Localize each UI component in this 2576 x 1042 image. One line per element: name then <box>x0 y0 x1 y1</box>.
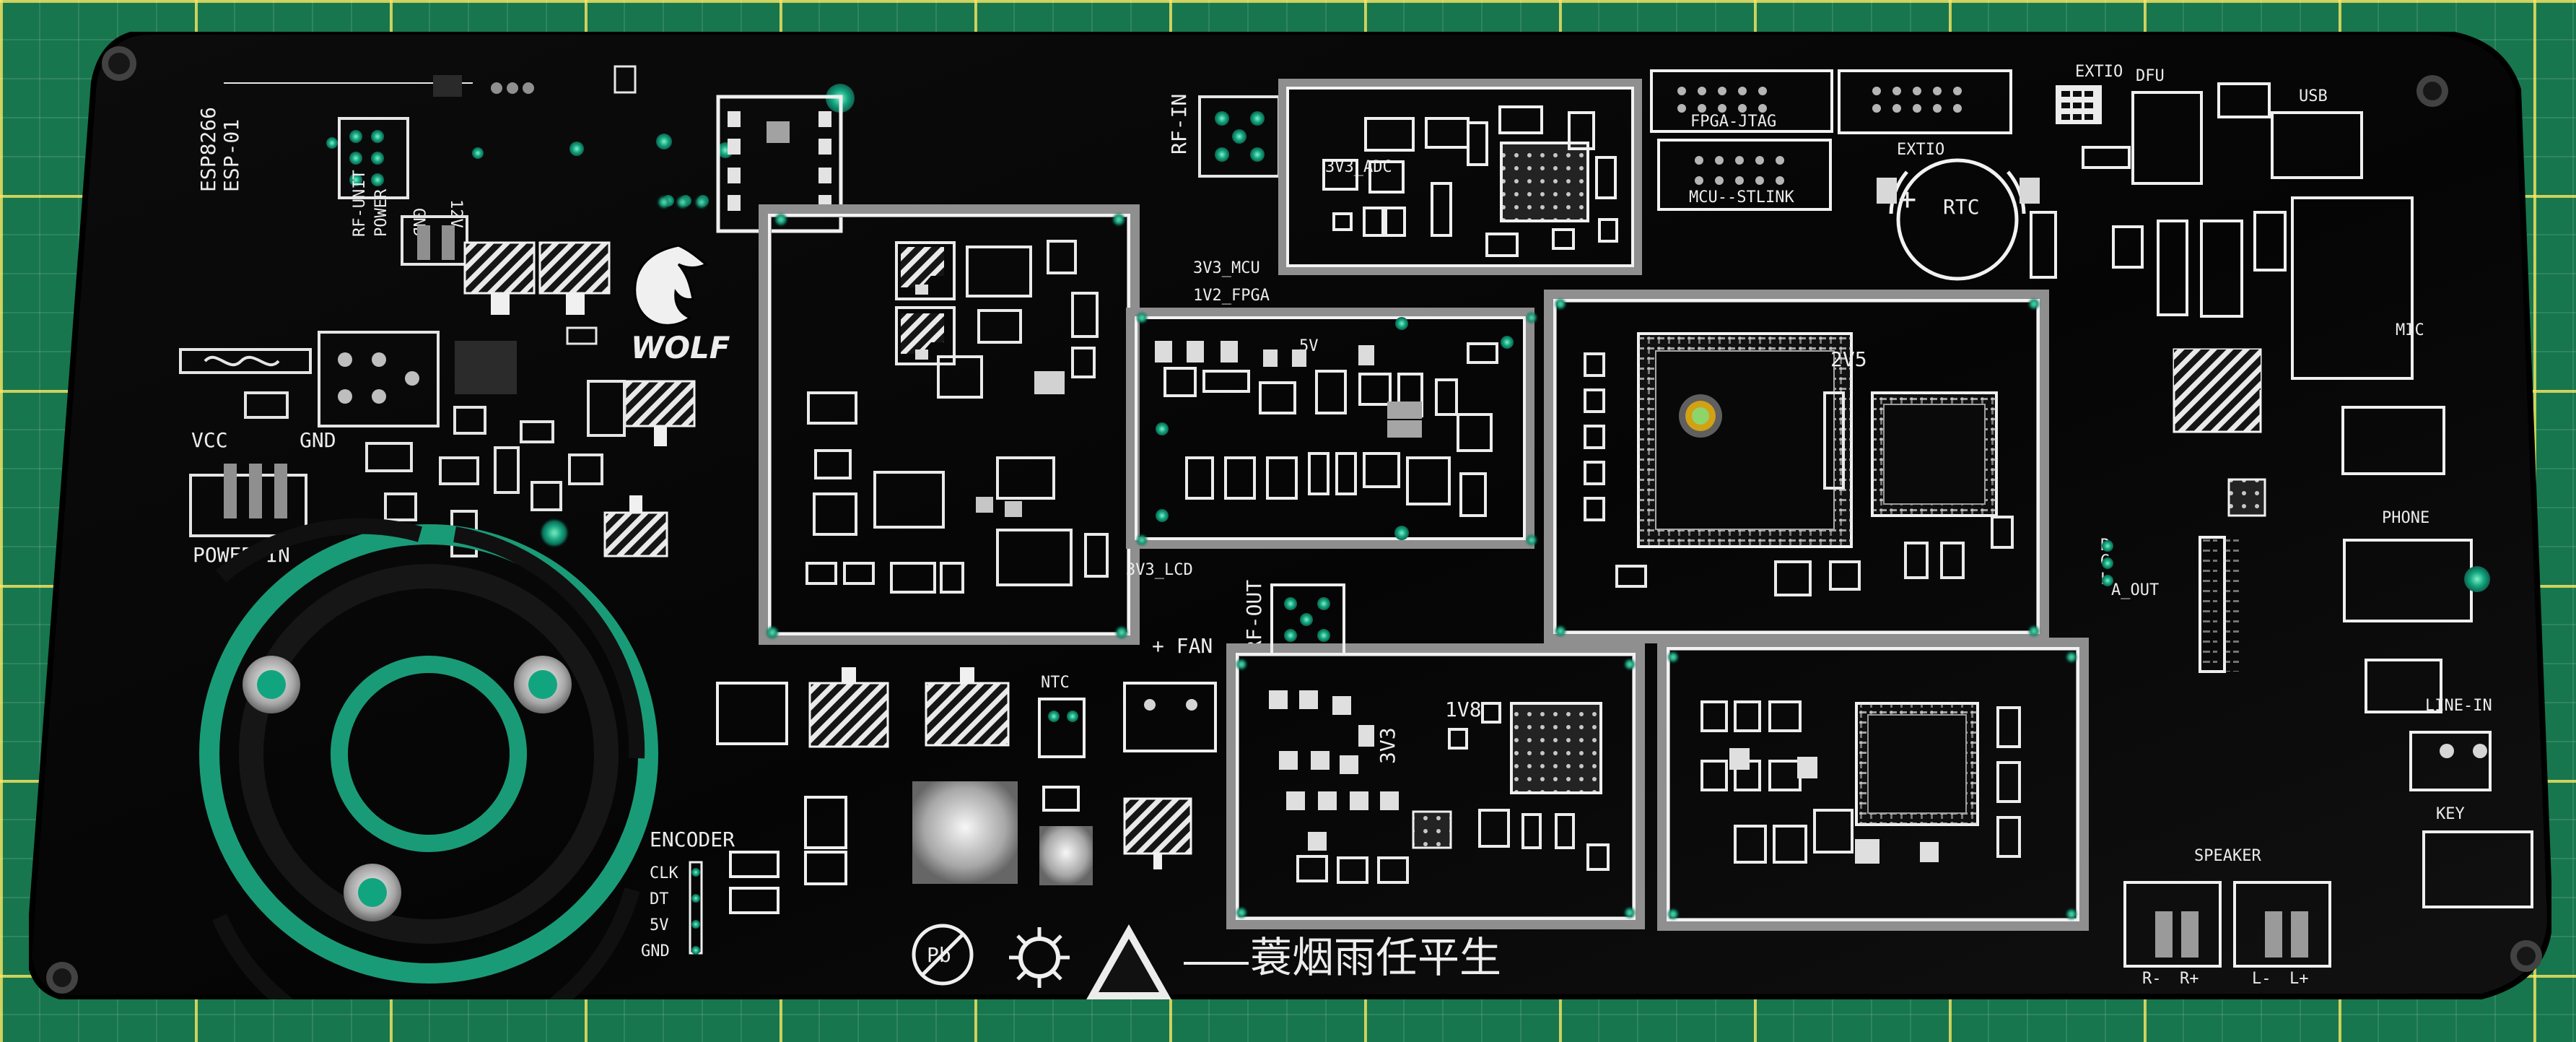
mcu-stlink-label: MCU--STLINK <box>1689 188 1794 207</box>
top-right-headers: FPGA-JTAG MCU--STLINK EXTIO EXTIO RTC + <box>1650 63 2328 281</box>
r-plus-label: R+ <box>2180 970 2199 988</box>
phone-label: PHONE <box>2382 509 2429 527</box>
compliance-symbols: Pb 蓑烟雨任平生 <box>912 924 1501 999</box>
five-v-encoder-label: 5V <box>650 916 669 934</box>
ntc-label: NTC <box>1041 674 1070 692</box>
esp8266-label-line1: ESP8266 <box>196 107 220 192</box>
power-label-small: POWER <box>372 188 390 237</box>
encoder-label: ENCODER <box>650 828 735 851</box>
pcb-board: ESP8266 ESP-01 RF-UNIT POWER 12V GND <box>29 32 2551 999</box>
mid-labels: 3V3_MCU 1V2_FPGA 5V 3V3_LCD RF-OUT + FAN… <box>1041 259 1319 692</box>
fpga-jtag-label: FPGA-JTAG <box>1690 113 1776 131</box>
rf-in-block: RF-IN <box>1167 94 1280 178</box>
left-bottom-mechanical <box>199 518 658 999</box>
clk-label: CLK <box>650 864 678 882</box>
l-plus-label: L+ <box>2289 970 2309 988</box>
usb-label: USB <box>2299 87 2328 105</box>
rtc-label: RTC <box>1943 195 1980 219</box>
line-in-label: LINE-IN <box>2425 697 2492 715</box>
large-fpga-cage: 2V5 <box>1544 290 2049 643</box>
rf-out-label: RF-OUT <box>1242 580 1266 653</box>
v1-fpga-label: 1V2_FPGA <box>1193 287 1270 305</box>
upper-adc-cage: 3V3_ADC <box>1278 79 1642 275</box>
encoder-area: ENCODER CLK DT 5V GND <box>641 828 780 960</box>
bottom-center-cage-1v8: 1V8 3V3 <box>1226 643 1645 929</box>
v3-lcd-label: 3V3_LCD <box>1126 561 1193 579</box>
rf-unit-label: RF-UNIT <box>351 170 369 237</box>
key-label: KEY <box>2436 805 2465 823</box>
lcd-and-rf-out-area <box>1270 583 1345 656</box>
v1-8-label: 1V8 <box>1445 698 1482 721</box>
esp8266-label-line2: ESP-01 <box>219 119 243 192</box>
chinese-silkscreen-text: 蓑烟雨任平生 <box>1250 933 1501 982</box>
shielded-cage-left <box>716 95 843 233</box>
twelve-v-label: 12V <box>447 199 465 228</box>
extio-small-label: EXTIO <box>2075 63 2123 81</box>
dfu-label: DFU <box>2136 67 2165 85</box>
rtc-plus-label: + <box>1898 181 1916 217</box>
left-center-power-modules <box>568 380 696 557</box>
scattered-vias-and-pads <box>541 196 2077 919</box>
rf-in-label: RF-IN <box>1167 94 1191 155</box>
bottom-right-cage <box>1657 638 2089 931</box>
center-mid-cage <box>1126 308 1534 549</box>
dt-label: DT <box>650 890 669 908</box>
wolf-brand-text: WOLF <box>631 330 730 365</box>
gnd-encoder-label: GND <box>641 942 670 960</box>
right-side-circuit: A_OUT L R G MIC PHONE LINE-IN KEY <box>2030 82 2533 908</box>
wolf-logo-area: WOLF <box>463 241 730 365</box>
v2-5-label: 2V5 <box>1830 347 1867 371</box>
extio-label: EXTIO <box>1897 141 1944 159</box>
gnd-label: GND <box>300 428 336 452</box>
v3-3-label: 3V3 <box>1376 727 1400 764</box>
center-bottom-power-modules <box>716 667 1093 885</box>
a-out-label: A_OUT <box>2111 581 2159 599</box>
fan-label: + FAN - <box>1152 634 1237 658</box>
vcc-label: VCC <box>191 428 228 452</box>
v3-mcu-label: 3V3_MCU <box>1193 259 1260 277</box>
speaker-block: SPEAKER R- R+ L- L+ <box>2123 847 2331 988</box>
speaker-label: SPEAKER <box>2194 847 2261 865</box>
power-block: RF-UNIT POWER 12V GND VCC GND POWER-IN <box>179 170 562 567</box>
mic-label: MIC <box>2396 321 2424 339</box>
pb-symbol-text: Pb <box>927 943 951 967</box>
r-minus-label: R- <box>2142 970 2162 988</box>
mounting-holes <box>46 46 2542 994</box>
l-minus-label: L- <box>2252 970 2271 988</box>
fan-ntc-area <box>1038 682 1217 869</box>
